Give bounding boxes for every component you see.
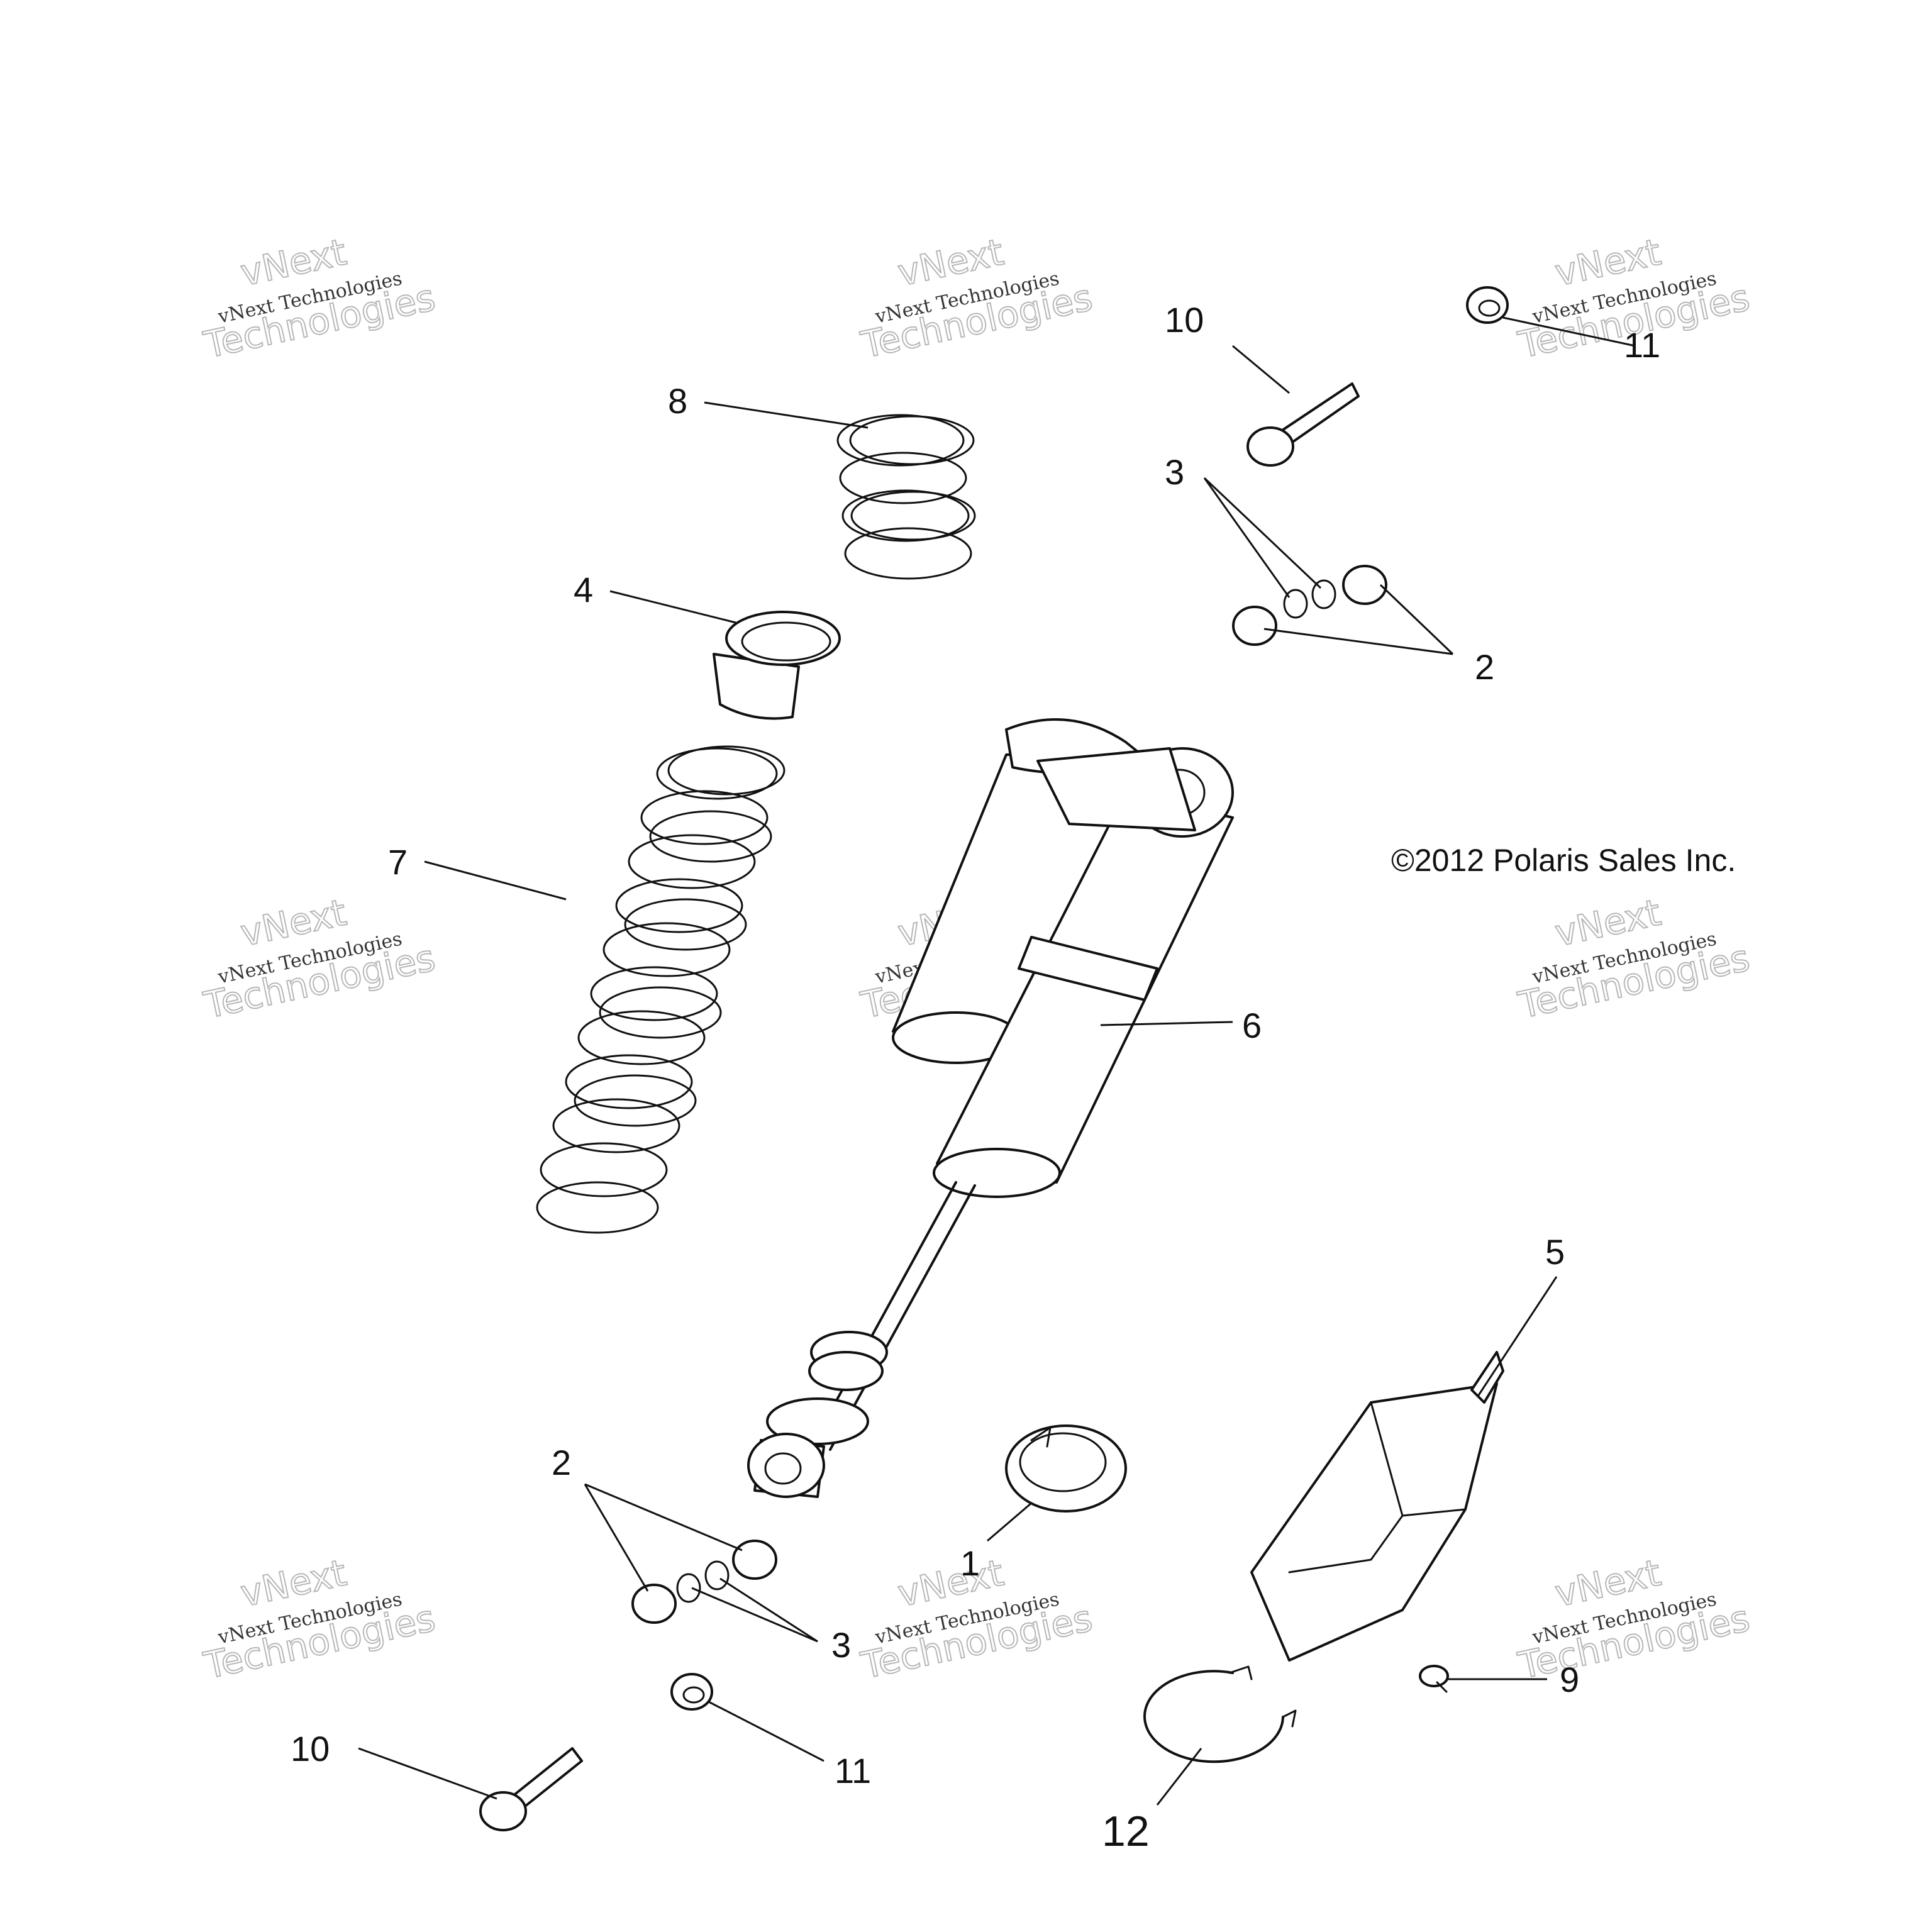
callout-2-bottom: 2 xyxy=(552,1443,571,1482)
part-3-washer-top xyxy=(1283,579,1336,619)
part-9-screw xyxy=(1419,1665,1449,1693)
watermark-bottom-right: vNext vNext Technologies Technologies xyxy=(1514,1550,1754,1687)
part-2-bushing-top xyxy=(1232,565,1387,646)
watermark-mid-right: vNext vNext Technologies Technologies xyxy=(1514,890,1754,1027)
watermark-top-left: vNext vNext Technologies Technologies xyxy=(199,230,440,367)
part-4-spring-seat xyxy=(713,611,841,720)
part-11-nut-bottom xyxy=(670,1673,713,1711)
part-5-shock-cover xyxy=(1250,1351,1504,1662)
callout-5: 5 xyxy=(1545,1232,1565,1272)
part-6-shock-absorber xyxy=(747,718,1234,1498)
part-7-coil-spring xyxy=(536,745,786,1234)
part-2-bushing-bottom xyxy=(631,1540,777,1624)
callout-12: 12 xyxy=(1102,1807,1150,1855)
part-12-clamp xyxy=(1143,1665,1297,1763)
callout-4: 4 xyxy=(574,570,593,609)
callout-1: 1 xyxy=(960,1543,980,1583)
callout-3-top: 3 xyxy=(1165,452,1184,492)
callout-11-bottom: 11 xyxy=(835,1751,871,1790)
callout-2-top: 2 xyxy=(1475,647,1494,687)
callout-8: 8 xyxy=(668,381,687,421)
copyright-notice: ©2012 Polaris Sales Inc. xyxy=(1391,843,1736,878)
watermark-top-center: vNext vNext Technologies Technologies xyxy=(857,230,1097,367)
callout-7: 7 xyxy=(388,842,408,882)
callout-10-top: 10 xyxy=(1165,300,1204,340)
part-8-spring-small xyxy=(836,414,976,580)
watermark-bottom-left: vNext vNext Technologies Technologies xyxy=(199,1550,440,1687)
callout-11-top: 11 xyxy=(1624,325,1660,365)
callout-3-bottom: 3 xyxy=(831,1625,851,1665)
part-10-bolt-top xyxy=(1246,382,1360,467)
leader-lines xyxy=(358,316,1636,1806)
part-11-nut-top xyxy=(1466,286,1509,324)
part-3-washer-bottom xyxy=(676,1560,730,1603)
callout-10-bottom: 10 xyxy=(291,1729,330,1768)
callout-6: 6 xyxy=(1242,1006,1262,1045)
callout-9: 9 xyxy=(1560,1660,1579,1699)
watermark-mid-left: vNext vNext Technologies Technologies xyxy=(199,890,440,1027)
part-1-retaining-ring xyxy=(1005,1424,1127,1513)
part-10-bolt-bottom xyxy=(479,1747,583,1831)
